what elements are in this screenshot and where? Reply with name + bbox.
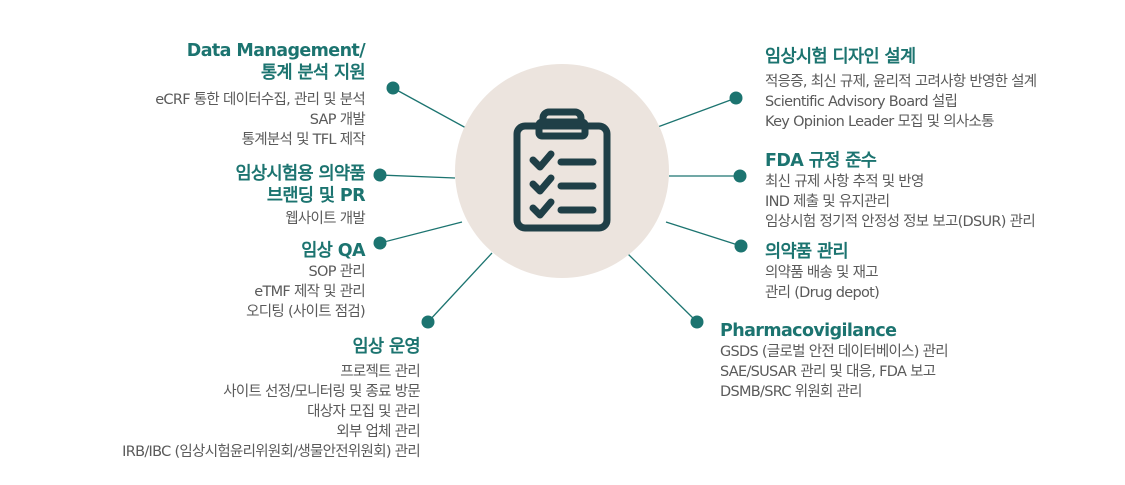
connector-drug-mgmt bbox=[665, 221, 748, 253]
connector-dot bbox=[733, 169, 747, 183]
connector-line bbox=[654, 97, 737, 129]
block-title: Data Management/ 통계 분석 지원 bbox=[186, 41, 366, 83]
clipboard-checklist-icon bbox=[513, 108, 611, 232]
connector-branding-pr bbox=[373, 168, 456, 182]
block-title: 임상시험 디자인 설계 bbox=[765, 47, 916, 67]
block-items: 의약품 배송 및 재고 관리 (Drug depot) bbox=[765, 265, 880, 301]
connector-line bbox=[379, 174, 456, 179]
connector-clinical-ops bbox=[421, 252, 493, 329]
connector-dot bbox=[386, 81, 400, 95]
connector-line bbox=[392, 87, 467, 129]
connector-dot bbox=[734, 239, 748, 253]
connector-line bbox=[665, 221, 742, 247]
connector-dot bbox=[373, 236, 387, 250]
connector-trial-design bbox=[654, 91, 743, 129]
block-items: 최신 규제 사항 추적 및 반영 IND 제출 및 유지관리 임상시험 정기적 … bbox=[765, 174, 1036, 230]
block-clinical-operations: 임상 운영 프로젝트 관리 사이트 선정/모니터링 및 종료 방문 대상자 모집… bbox=[122, 336, 421, 462]
block-title: 의약품 관리 bbox=[765, 242, 849, 262]
block-drug-management: 의약품 관리 의약품 배송 및 재고 관리 (Drug depot) bbox=[765, 241, 880, 303]
block-pharmacovigilance: Pharmacovigilance GSDS (글로벌 안전 데이터베이스) 관… bbox=[720, 320, 949, 402]
block-fda-compliance: FDA 규정 준수 최신 규제 사항 추적 및 반영 IND 제출 및 유지관리… bbox=[765, 150, 1036, 232]
block-trial-design: 임상시험 디자인 설계 적응증, 최신 규제, 윤리적 고려사항 반영한 설계 … bbox=[765, 46, 1037, 132]
block-items: 적응증, 최신 규제, 윤리적 고려사항 반영한 설계 Scientific A… bbox=[765, 74, 1037, 130]
block-data-management: Data Management/ 통계 분석 지원 eCRF 통한 데이터수집,… bbox=[155, 40, 365, 150]
connector-line bbox=[379, 221, 463, 244]
block-title: 임상 QA bbox=[301, 241, 365, 261]
block-title: FDA 규정 준수 bbox=[765, 151, 877, 171]
connector-pharmacovig bbox=[627, 253, 704, 329]
connector-dot bbox=[690, 315, 704, 329]
connector-clinical-qa bbox=[373, 221, 463, 250]
connector-line bbox=[427, 252, 493, 323]
block-items: eCRF 통한 데이터수집, 관리 및 분석 SAP 개발 통계분석 및 TFL… bbox=[155, 92, 365, 148]
hub-circle bbox=[455, 64, 669, 278]
block-title: 임상 운영 bbox=[352, 337, 421, 357]
connector-dot bbox=[729, 91, 743, 105]
block-items: SOP 관리 eTMF 제작 및 관리 오디팅 (사이트 점검) bbox=[246, 264, 366, 320]
connector-data-management bbox=[386, 81, 467, 129]
block-items: GSDS (글로벌 안전 데이터베이스) 관리 SAE/SUSAR 관리 및 대… bbox=[720, 344, 949, 400]
block-items: 웹사이트 개발 bbox=[285, 211, 365, 227]
block-clinical-qa: 임상 QA SOP 관리 eTMF 제작 및 관리 오디팅 (사이트 점검) bbox=[246, 240, 366, 322]
block-items: 프로젝트 관리 사이트 선정/모니터링 및 종료 방문 대상자 모집 및 관리 … bbox=[122, 364, 421, 460]
connector-fda bbox=[669, 169, 747, 183]
block-title: Pharmacovigilance bbox=[720, 321, 897, 341]
connector-line bbox=[627, 253, 698, 323]
connector-dot bbox=[373, 168, 387, 182]
block-title: 임상시험용 의약품 브랜딩 및 PR bbox=[235, 164, 366, 206]
block-branding-pr: 임상시험용 의약품 브랜딩 및 PR 웹사이트 개발 bbox=[236, 163, 366, 229]
connector-dot bbox=[421, 315, 435, 329]
